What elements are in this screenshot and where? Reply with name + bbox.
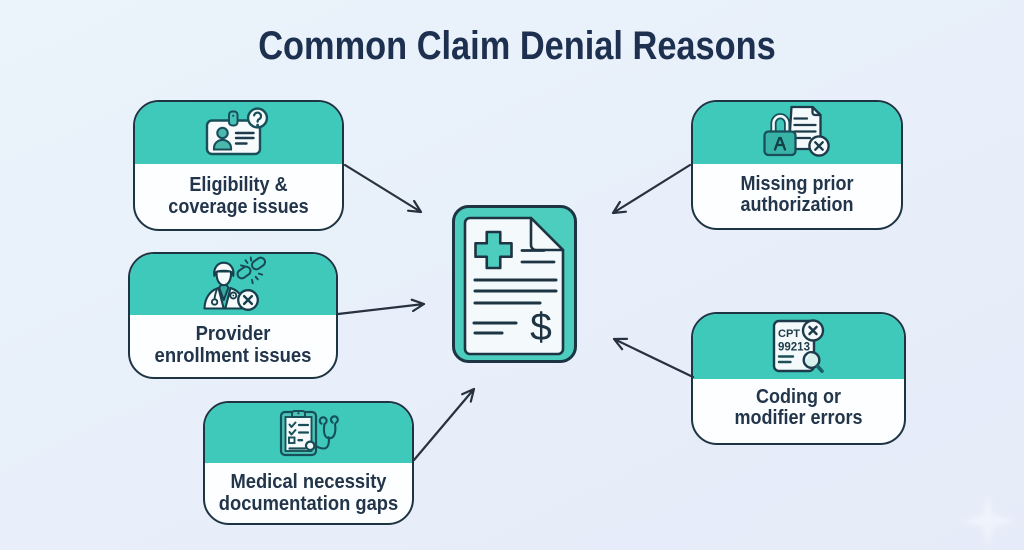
svg-text:CPT: CPT — [778, 328, 800, 340]
svg-text:$: $ — [530, 306, 552, 349]
svg-text:99213: 99213 — [778, 342, 810, 354]
